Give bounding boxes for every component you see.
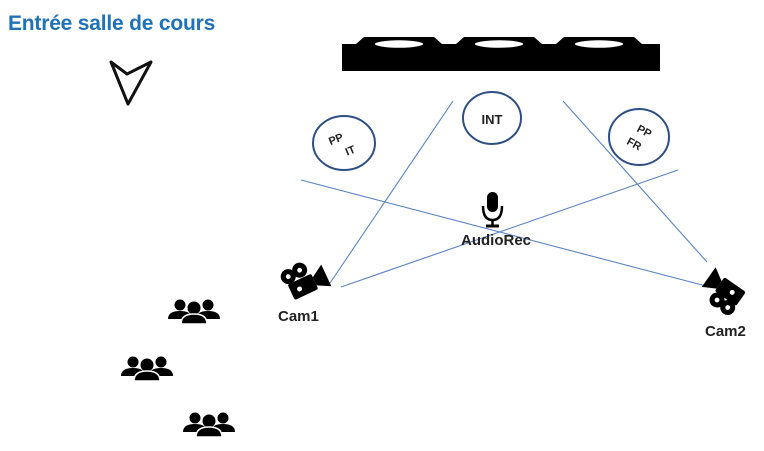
pp-it-label-line1: PP: [327, 131, 345, 148]
cam1-line-up: [329, 100, 454, 284]
camera-icon: [701, 267, 746, 315]
cam1-label: Cam1: [278, 308, 319, 325]
desk-icon: [342, 37, 660, 71]
people-group-icon: [167, 298, 221, 325]
int-label: INT: [482, 112, 503, 127]
camera-icon: [280, 262, 332, 300]
diagram-title: Entrée salle de cours: [8, 12, 216, 35]
audiorec-label: AudioRec: [461, 232, 531, 249]
microphone-icon: [481, 192, 504, 228]
cam2-line-cross: [340, 169, 679, 288]
people-group-icon: [182, 411, 236, 438]
cam1-line-cross: [300, 179, 707, 287]
int-circle: INT: [462, 91, 522, 145]
pp-fr-circle: PP FR: [608, 108, 670, 166]
pp-it-label-line2: IT: [344, 144, 358, 159]
people-group-icon: [120, 355, 174, 382]
coverage-lines: [300, 100, 708, 288]
cam2-label: Cam2: [705, 323, 746, 340]
pp-it-circle: PP IT: [312, 115, 376, 171]
cam2-line-up: [562, 100, 708, 263]
entrance-arrow-icon: [109, 60, 153, 106]
